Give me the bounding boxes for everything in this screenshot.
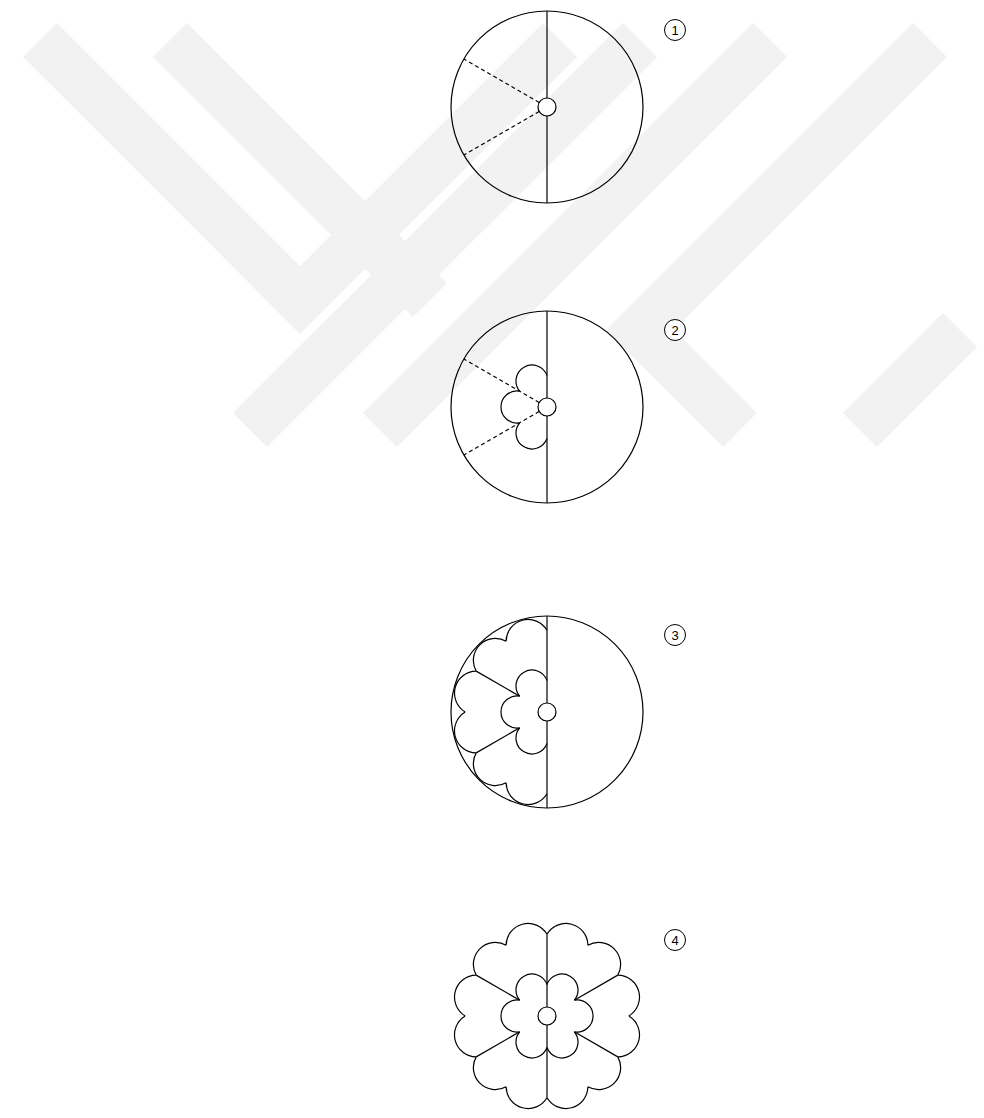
guide-dashed-line — [464, 59, 539, 103]
callout-text: 4 — [671, 934, 678, 947]
flower-figures — [451, 11, 643, 1109]
callout-number: 1 — [664, 19, 686, 41]
callout-number: 4 — [664, 929, 686, 951]
guide-circle — [451, 11, 643, 203]
outer-petals — [454, 619, 547, 804]
petal-divider — [574, 975, 618, 1000]
outer-petals — [454, 923, 639, 1108]
petal-divider — [476, 1032, 520, 1057]
watermark — [40, 40, 960, 430]
petal-divider — [476, 975, 520, 1000]
guide-circle — [451, 616, 643, 808]
callout-number: 2 — [664, 319, 686, 341]
callout-number: 3 — [664, 624, 686, 646]
callout-text: 1 — [671, 24, 678, 37]
guide-dashed-line — [464, 112, 539, 156]
hub-circle — [538, 1007, 556, 1025]
callout-text: 3 — [671, 629, 678, 642]
callout-text: 2 — [671, 324, 678, 337]
inner-petals — [501, 974, 593, 1058]
hub-circle — [538, 703, 556, 721]
watermark-stroke — [860, 330, 960, 430]
petal-divider — [476, 728, 520, 753]
petal-divider — [574, 1032, 618, 1057]
guide-circle — [451, 311, 643, 503]
hub-circle — [538, 98, 556, 116]
hub-circle — [538, 398, 556, 416]
petal-divider — [476, 671, 520, 696]
